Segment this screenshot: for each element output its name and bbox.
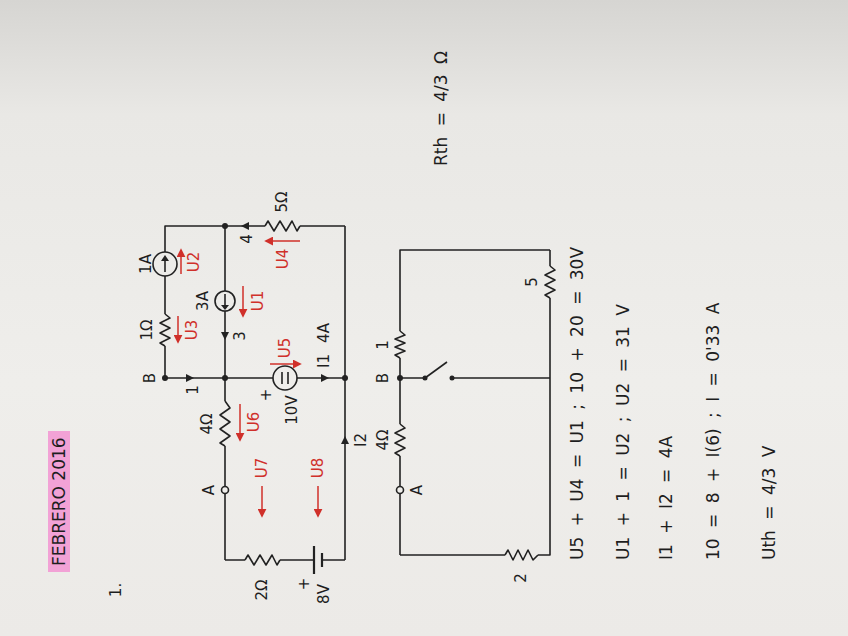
circuit-label: U8 (310, 458, 327, 479)
circuit-label: + (258, 389, 275, 402)
switch-lever (425, 362, 447, 378)
circuit-marks (161, 222, 349, 444)
circuit-label: B (375, 373, 392, 383)
voltage-arrow (317, 486, 319, 516)
voltage-arrow (242, 286, 244, 316)
equation-text: U1 + 1 = U2 ; U2 = 31 V (614, 304, 633, 560)
circuit-label: U1 (250, 291, 267, 312)
circuit-label: U3 (184, 320, 201, 341)
circuit-label: A (201, 485, 218, 495)
circuit-label: U6 (246, 412, 263, 433)
circuit-label: I2 (353, 433, 370, 447)
equation-text: Rth = 4/3 Ω (432, 51, 451, 166)
circuit-label: 3A (195, 291, 212, 311)
resistor-symbol (395, 331, 405, 358)
junction-dot (397, 375, 403, 381)
resistor-symbol (160, 314, 170, 346)
voltage-source (273, 366, 297, 390)
voltage-arrow (261, 486, 263, 516)
circuit-label: I1 (316, 354, 333, 368)
circuit-label: 1. (108, 583, 125, 597)
current-arrow (321, 374, 329, 382)
resistor-symbol (220, 401, 230, 446)
circuit-label: 5Ω (274, 191, 291, 212)
battery-symbol (314, 546, 322, 574)
current-arrow (341, 436, 349, 444)
resistor-symbol (265, 221, 300, 231)
circuit-label: 8V (316, 584, 333, 604)
thevenin-dots (397, 375, 455, 381)
current-arrow (241, 222, 249, 230)
voltage-arrow (270, 363, 300, 365)
terminal (397, 487, 404, 494)
circuit-label: 2Ω (254, 579, 271, 600)
equation-text: I1 + I2 = 4A (657, 436, 676, 560)
circuit-thevenin (395, 250, 555, 560)
resistor-symbol (245, 555, 280, 565)
circuit-label: 2 (513, 573, 530, 583)
current-source (153, 252, 177, 276)
equation-text: Uth = 4/3 V (760, 446, 779, 560)
wire (165, 226, 345, 560)
circuit-label: 3 (232, 331, 249, 341)
switch-contact (450, 376, 455, 381)
voltage-arrow (239, 404, 241, 440)
voltage-source-mark (282, 372, 288, 384)
current-arrow (221, 332, 229, 340)
resistor-symbol (505, 550, 538, 560)
circuit-main (153, 221, 345, 574)
circuit-label: B (142, 373, 159, 383)
junction-dot (222, 223, 228, 229)
circuit-label: U5 (277, 338, 294, 359)
arrow-head (161, 255, 169, 261)
current-arrow (186, 374, 194, 382)
resistor-symbol (395, 424, 405, 456)
circuit-label: + (296, 578, 313, 591)
voltage-arrow (266, 240, 300, 242)
equation-text: 10 = 8 + I(6) ; I = 0'33 A (704, 303, 723, 560)
circuit-label: A (409, 485, 426, 495)
voltage-arrow (180, 250, 182, 274)
circuit-label: U2 (186, 252, 203, 273)
arrow-head (221, 305, 229, 310)
equation-text: U5 + U4 = U1 ; 10 + 20 = 30V (568, 247, 587, 560)
circuit-label: 1 (375, 340, 392, 350)
circuit-label: U4 (275, 249, 292, 270)
terminal (222, 487, 229, 494)
junction-dot (162, 375, 168, 381)
circuit-label: 4A (316, 323, 333, 343)
page-title: FEBRERO 2016 (48, 431, 70, 572)
circuit-label: 1A (138, 254, 155, 274)
current-source-arrow (224, 294, 226, 306)
voltage-arrow (177, 316, 179, 342)
junction-dot (342, 375, 348, 381)
circuit-label: 1 (185, 385, 202, 395)
switch-contact (423, 376, 428, 381)
resistor-symbol (545, 266, 555, 298)
junction-dot (222, 375, 228, 381)
wire (400, 250, 550, 555)
circuit-label: 1Ω (139, 319, 156, 340)
circuit-label: 10V (284, 395, 301, 424)
circuit-label: 4Ω (375, 429, 392, 450)
current-source (215, 291, 235, 311)
voltage-arrows (178, 241, 318, 516)
circuit-label: 4Ω (199, 413, 216, 434)
circuit-label: U7 (254, 458, 271, 479)
circuit-label: 4 (239, 234, 256, 244)
circuit-label: 5 (524, 277, 541, 287)
